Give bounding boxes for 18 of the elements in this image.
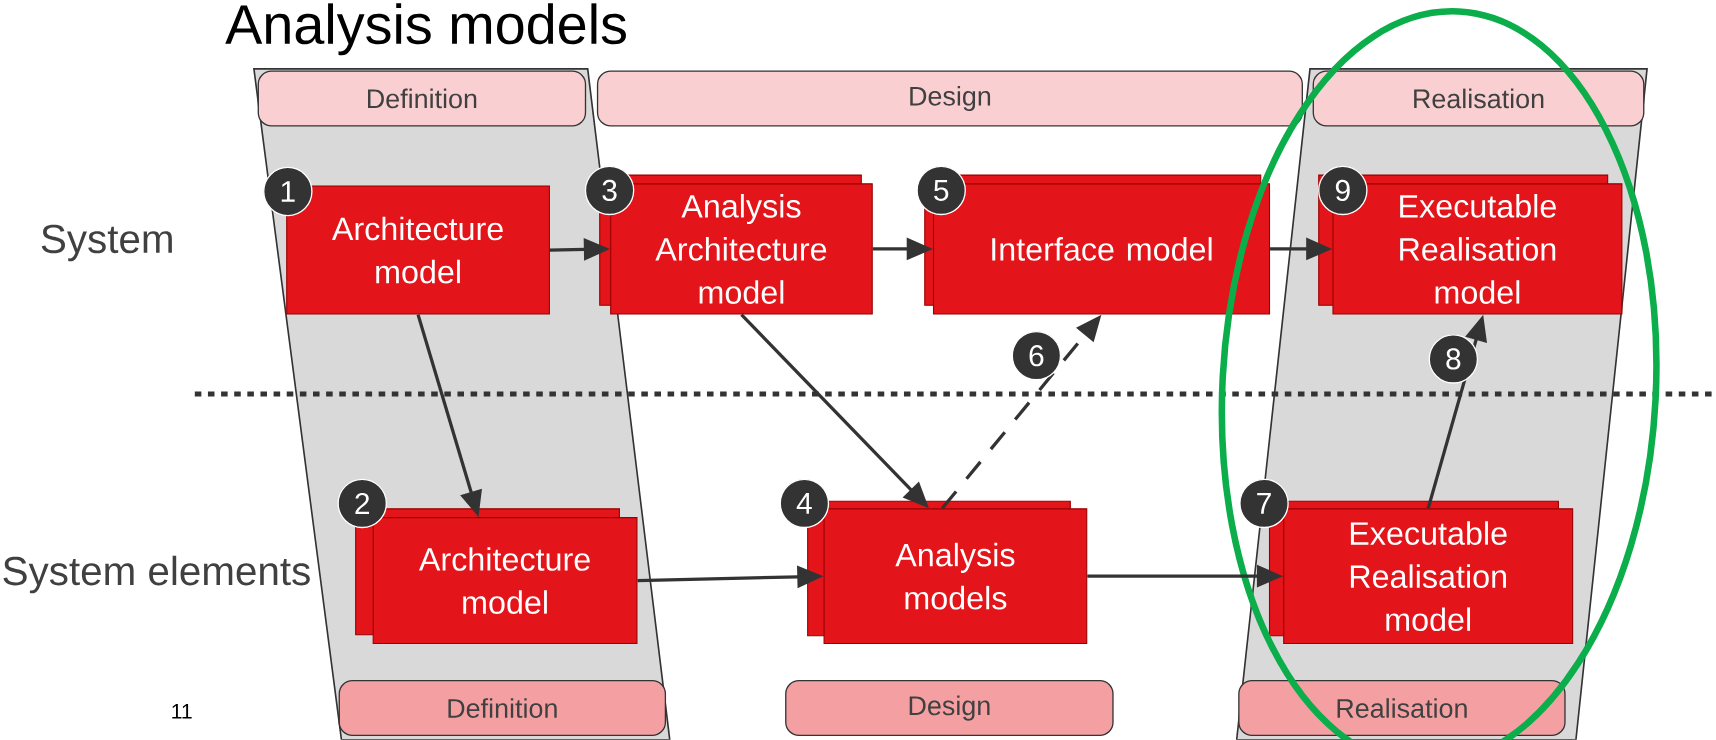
number-badge: 5 (916, 165, 966, 216)
header-tab: Definition (338, 680, 667, 737)
title: Analysis models (225, 3, 626, 56)
header-tab: Realisation (1312, 70, 1645, 127)
number-badge: 9 (1318, 165, 1368, 216)
number-badge: 1 (263, 166, 313, 217)
model-box: Executable Realisation model (1268, 500, 1574, 645)
header-tab: Definition (257, 70, 587, 127)
row-label: System elements (3, 555, 310, 594)
page-number: 11 (172, 704, 192, 719)
header-tab: Design (596, 70, 1303, 127)
number-badge: 7 (1239, 478, 1289, 529)
number-badge: 6 (1011, 331, 1062, 381)
header-tab: Design (785, 680, 1114, 737)
row-label: System (41, 224, 172, 262)
number-badge: 3 (584, 165, 635, 216)
number-badge: 8 (1428, 334, 1479, 384)
header-tab: Realisation (1238, 680, 1566, 737)
